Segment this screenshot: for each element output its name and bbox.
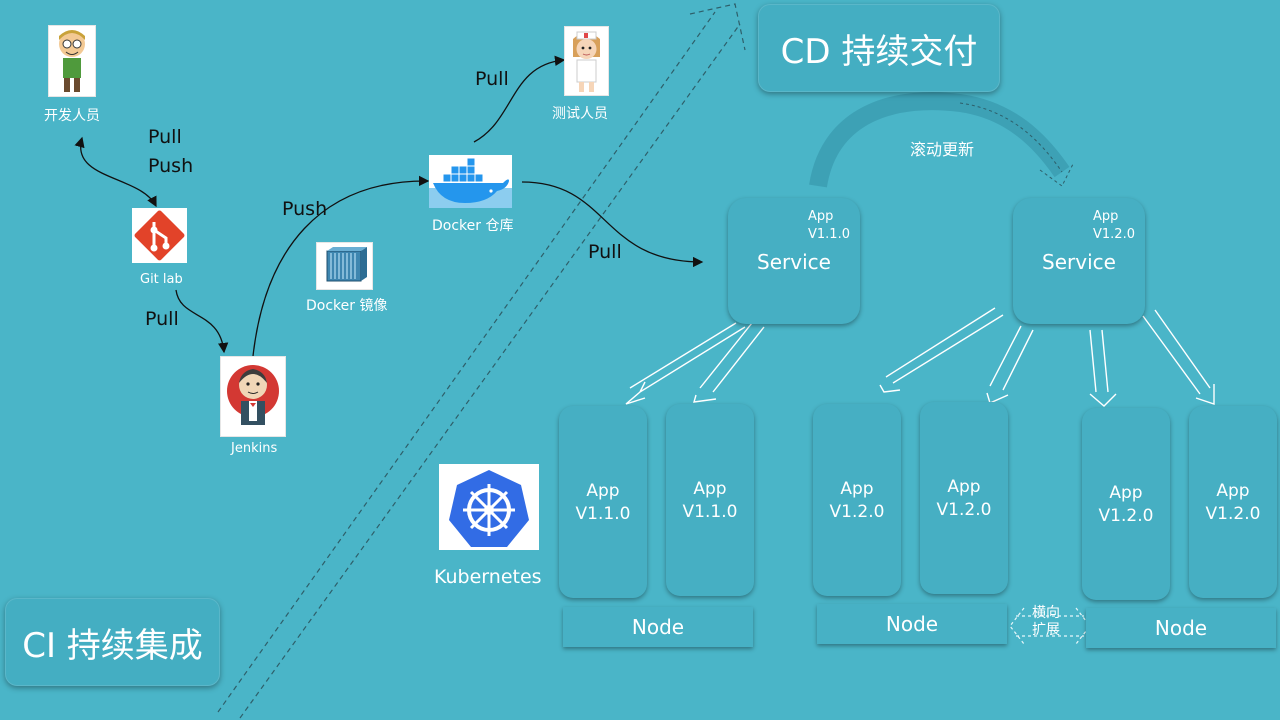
docker-registry-logo [429,155,512,208]
pod-version: V1.2.0 [936,500,992,520]
registry-tester-arrow [473,55,566,143]
node-3: Node [1086,608,1276,648]
docker-image-card [316,242,373,290]
pod-version: V1.1.0 [575,504,631,524]
registry-k8s-arrow [521,181,704,268]
kubernetes-label: Kubernetes [434,566,542,588]
kubernetes-logo [439,464,539,550]
service-label: Service [1042,250,1116,274]
pod-app: App [693,479,727,499]
pod-version: V1.1.0 [682,502,738,522]
rolling-update-label: 滚动更新 [910,140,975,159]
developer-label: 开发人员 [44,108,100,124]
node-1: Node [563,607,753,647]
service-pod-arrows [625,307,1215,407]
service-v1-2: App V1.2.0 Service [1013,198,1145,324]
pod-version: V1.2.0 [1098,506,1154,526]
dev-git-arrow [74,136,157,208]
gitlab-logo [132,208,187,263]
scaling-label-line2: 扩展 [1032,622,1060,638]
scaling-label: 横向 扩展 [1032,605,1060,639]
jenkins-registry-arrow [252,175,430,357]
ci-title: CI 持续集成 [5,598,220,686]
dev-git-pull-label: Pull [148,126,182,148]
registry-k8s-pull-label: Pull [588,241,622,263]
pod-app: App [1109,483,1143,503]
scaling-arrow [1009,607,1091,645]
service-label: Service [757,250,831,274]
pod-app: App [586,481,620,501]
service-v1-1: App V1.1.0 Service [728,198,860,324]
docker-image-label: Docker 镜像 [306,298,388,314]
developer-icon [59,30,85,92]
tester-icon [573,31,600,92]
git-jenkins-pull-label: Pull [145,308,179,330]
node-2: Node [817,604,1007,644]
git-jenkins-arrow [175,289,229,354]
pod-app: App [947,477,981,497]
tester-avatar [564,26,609,96]
pod-app: App [840,479,874,499]
tester-label: 测试人员 [552,106,608,122]
jenkins-label: Jenkins [231,441,278,456]
service-app-label: App [1093,209,1119,224]
pod-version: V1.2.0 [1205,504,1261,524]
gitlab-icon [132,208,187,263]
gitlab-label: Git lab [140,272,183,287]
cd-title: CD 持续交付 [758,4,1000,92]
kubernetes-helm-icon [449,470,529,547]
jenkins-icon [227,365,279,425]
pod-app: App [1216,481,1250,501]
service-app-label: App [808,209,834,224]
developer-avatar [48,25,96,97]
scaling-label-line1: 横向 [1032,605,1060,621]
docker-whale-icon [429,155,512,208]
container-icon [326,247,367,282]
jenkins-registry-push-label: Push [282,198,328,220]
service-version-label: V1.1.0 [808,227,850,242]
service-version-label: V1.2.0 [1093,227,1135,242]
registry-tester-pull-label: Pull [475,68,509,90]
pod-version: V1.2.0 [829,502,885,522]
docker-registry-label: Docker 仓库 [432,218,514,234]
ci-cd-divider-arrow [217,3,746,719]
jenkins-logo [220,356,286,437]
dev-git-push-label: Push [148,155,194,177]
